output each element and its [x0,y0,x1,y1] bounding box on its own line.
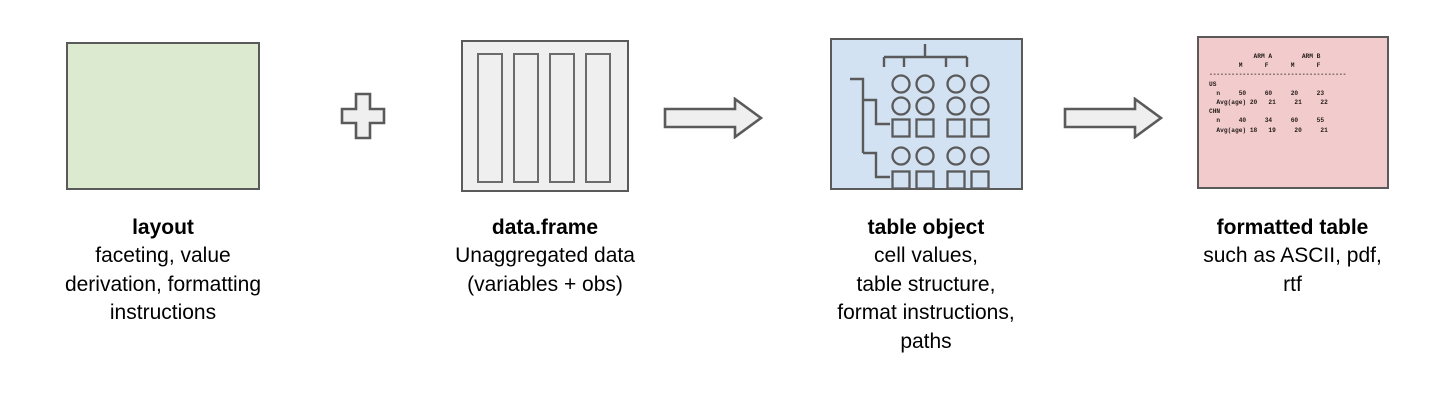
cell-circle [946,96,966,116]
left-tree-spine [850,77,865,153]
cell-circle [891,74,911,94]
caption-table-object-title: table object [867,216,985,239]
left-tree-branch-2 [863,151,890,179]
formatted-table-graphic-box [1197,36,1389,189]
cell-square [970,118,990,138]
cell-circle [946,74,966,94]
dataframe-column-1 [477,53,503,183]
dataframe-column-2 [513,53,539,183]
arrow-right-icon [1063,96,1164,140]
caption-formatted-table-line-1: such as ASCII, pdf, [1203,244,1382,267]
dataframe-graphic-box [461,40,629,192]
cell-circle [891,96,911,116]
caption-layout-line-2: derivation, formatting [64,272,262,296]
caption-table-object-line-3: format instructions, [837,301,1015,324]
caption-table-object-line-1: cell values, [874,244,978,267]
caption-formatted-table-title: formatted table [1216,216,1369,239]
dataframe-column-3 [549,53,575,183]
caption-layout-line-1: faceting, value [95,244,231,267]
arrow-dataframe-to-table [663,96,764,140]
table-object-structure-illustration [850,44,990,190]
caption-formatted-table: formatted table such as ASCII, pdf, rtf [1155,214,1430,299]
layout-graphic-box [66,42,260,190]
cell-circle [970,74,990,94]
caption-layout-line-3: instructions [109,301,217,324]
cell-circle [970,96,990,116]
caption-dataframe-line-1: Unaggregated data [455,244,635,267]
cell-circle [946,146,966,166]
ascii-table-preview: ARM A ARM B M F M F --------------------… [1209,53,1347,134]
plus-connector [340,92,386,140]
caption-table-object: table object cell values, table structur… [790,214,1062,356]
caption-dataframe: data.frame Unaggregated data (variables … [400,214,690,299]
cell-circle [915,146,935,166]
arrow-right-icon [663,96,764,140]
cell-circle [915,96,935,116]
cell-circle [891,146,911,166]
cell-square [915,170,935,190]
plus-icon [340,92,386,140]
table-object-graphic-box [830,38,1023,190]
cell-circle [970,146,990,166]
caption-layout: layout faceting, value derivation, forma… [18,214,308,328]
cell-grid [891,74,990,190]
caption-dataframe-title: data.frame [491,216,599,239]
caption-table-object-line-4: paths [900,329,952,353]
caption-formatted-table-line-2: rtf [1283,272,1302,296]
cell-square [915,118,935,138]
caption-layout-title: layout [132,216,194,239]
cell-square [946,170,966,190]
dataframe-column-4 [585,53,611,183]
caption-table-object-line-2: table structure, [856,272,996,296]
cell-circle [915,74,935,94]
cell-square [891,118,911,138]
arrow-table-to-formatted [1063,96,1164,140]
cell-square [946,118,966,138]
left-tree-branch-1 [863,98,890,126]
caption-dataframe-line-2: (variables + obs) [467,272,623,296]
cell-square [970,170,990,190]
cell-square [891,170,911,190]
